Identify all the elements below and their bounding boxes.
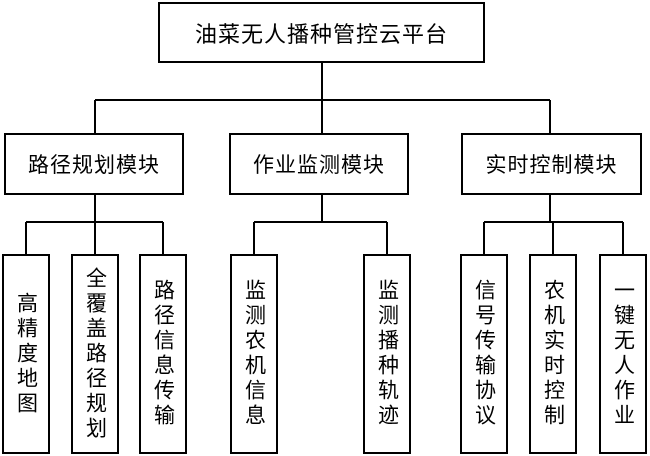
module-label: 作业监测模块 — [253, 153, 385, 177]
leaf-label: 一键无人作业 — [611, 279, 636, 429]
root-node: 油菜无人播种管控云平台 — [158, 2, 485, 63]
module-path-planning: 路径规划模块 — [4, 133, 184, 195]
leaf-label: 高精度地图 — [14, 291, 39, 417]
leaf-label: 路径信息传输 — [151, 279, 176, 429]
leaf-path-info-transmission: 路径信息传输 — [139, 254, 187, 454]
leaf-machine-realtime-control: 农机实时控制 — [529, 254, 577, 454]
leaf-monitor-machine-info: 监测农机信息 — [230, 254, 278, 454]
module-label: 实时控制模块 — [485, 153, 618, 177]
leaf-label: 全覆盖路径规划 — [83, 266, 108, 442]
leaf-label: 监测农机信息 — [242, 279, 267, 429]
leaf-label: 监测播种轨迹 — [375, 279, 400, 429]
module-operation-monitoring: 作业监测模块 — [229, 133, 409, 195]
root-node-label: 油菜无人播种管控云平台 — [194, 22, 448, 48]
leaf-one-click-unmanned-operation: 一键无人作业 — [599, 254, 647, 454]
leaf-full-coverage-path-planning: 全覆盖路径规划 — [71, 254, 119, 454]
module-realtime-control: 实时控制模块 — [461, 133, 642, 195]
leaf-signal-transmission-protocol: 信号传输协议 — [460, 254, 508, 454]
module-label: 路径规划模块 — [28, 153, 160, 177]
leaf-label: 信号传输协议 — [472, 279, 497, 429]
leaf-label: 农机实时控制 — [541, 279, 566, 429]
leaf-monitor-seeding-trajectory: 监测播种轨迹 — [363, 254, 411, 454]
leaf-hd-map: 高精度地图 — [2, 254, 50, 454]
